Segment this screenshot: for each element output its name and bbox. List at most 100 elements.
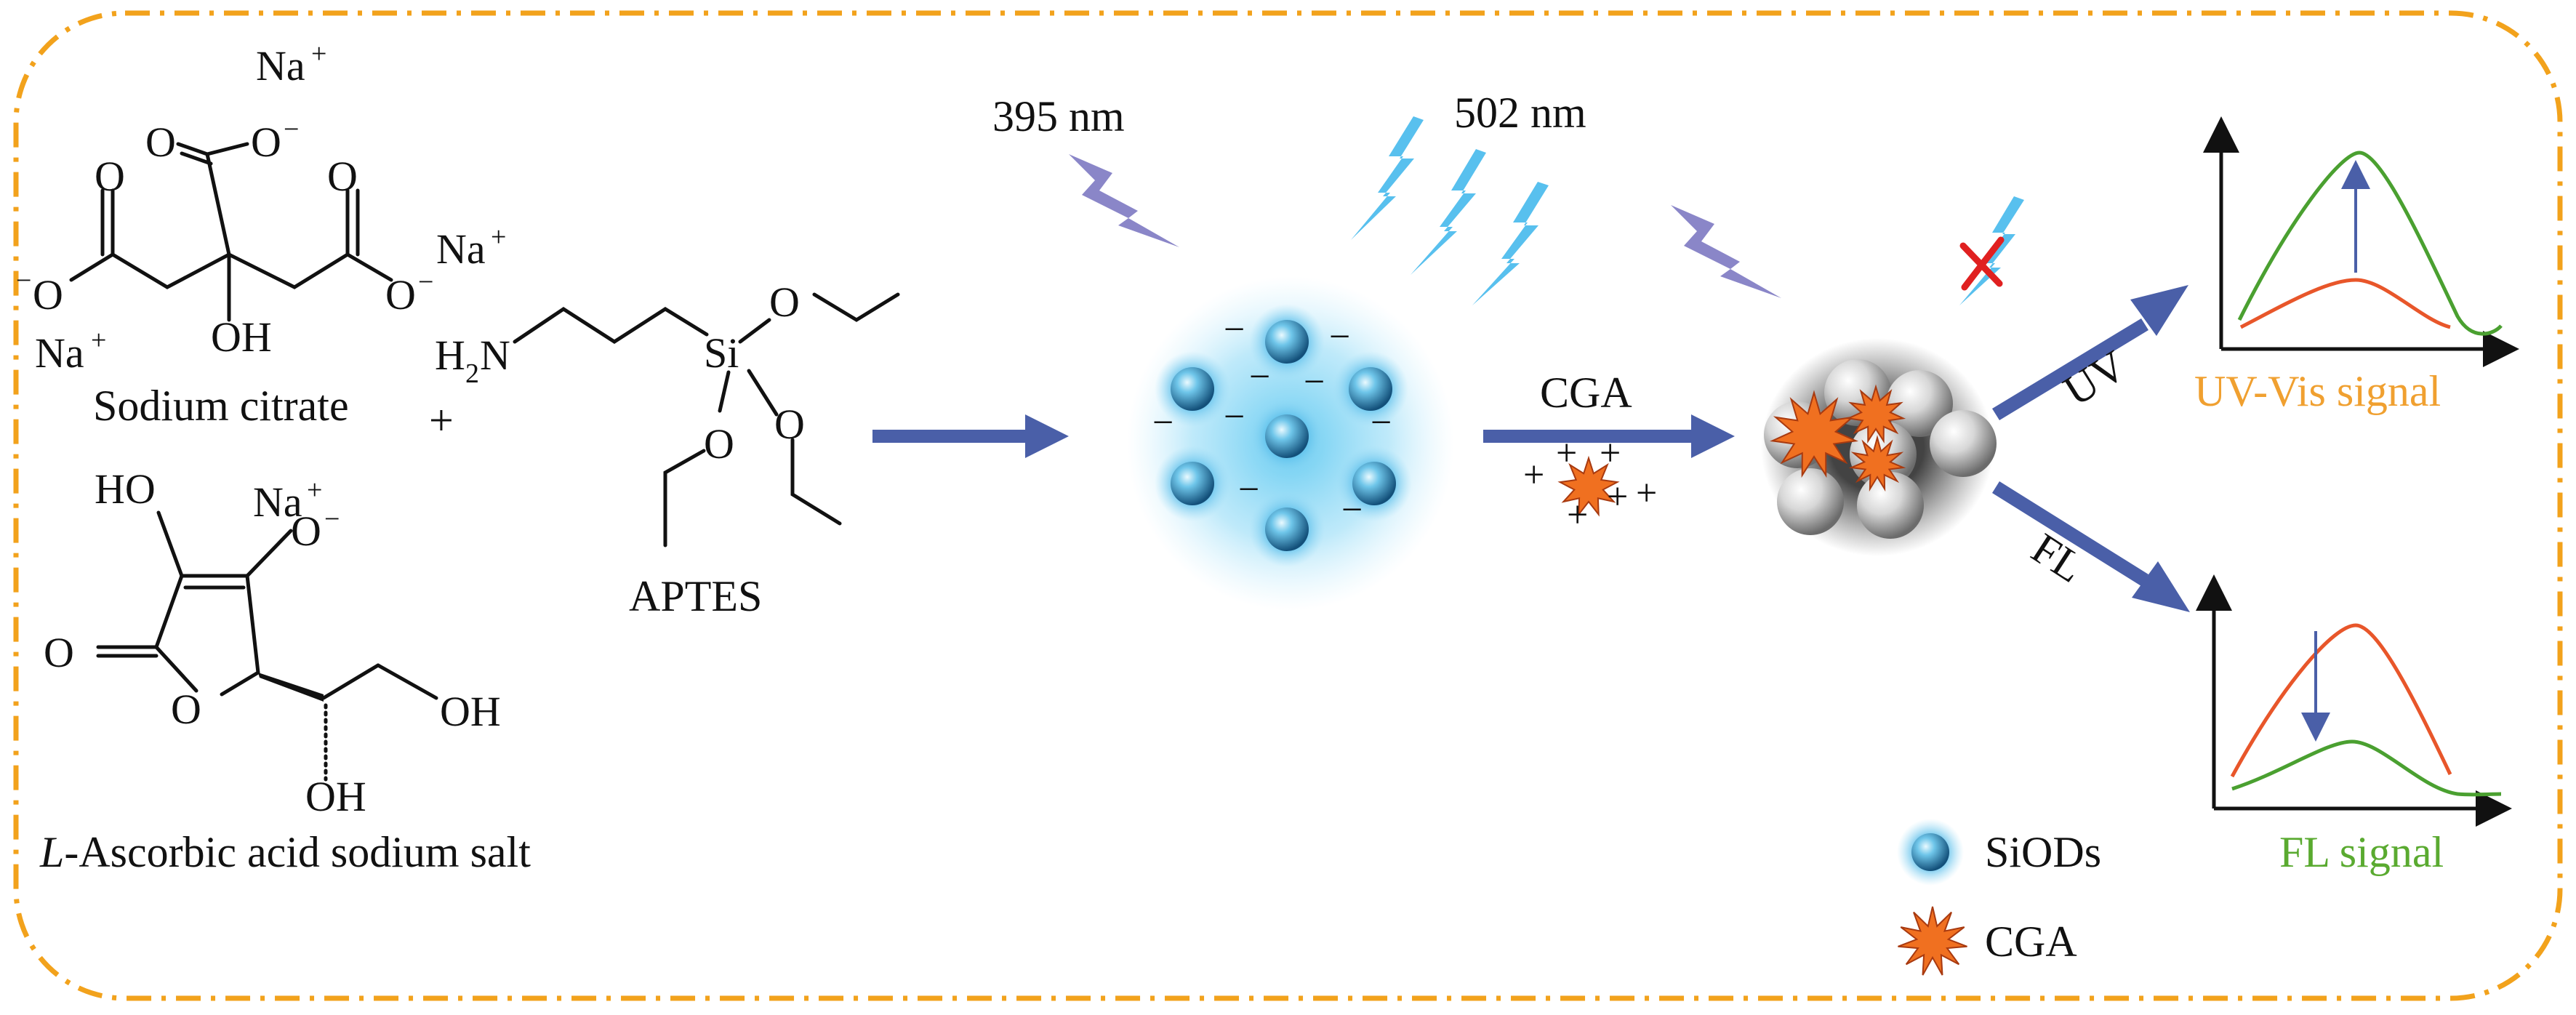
- citrate-o-minus-left-charge: −: [16, 265, 31, 296]
- aggregate-cga-star: [1845, 384, 1906, 444]
- siods-particles: −−−−−−−−−: [1152, 304, 1412, 567]
- citrate-oh: OH: [211, 313, 272, 361]
- citrate-na-top: Na: [256, 42, 305, 89]
- aggregate-particle: [1857, 472, 1924, 539]
- legend-cga-icon: [1898, 906, 1967, 976]
- siod-particle: [1352, 462, 1396, 505]
- ascorbate-oh-right: OH: [440, 688, 501, 735]
- aptes-si: Si: [704, 329, 739, 377]
- aggregate-particles: [1764, 359, 1997, 539]
- siod-particle: [1265, 320, 1309, 364]
- reaction-arrow: [872, 414, 1069, 458]
- fl-plot: [2196, 574, 2512, 827]
- aptes-h-subscript: 2: [465, 358, 479, 389]
- siods-charge-sign: −: [1249, 356, 1270, 398]
- cga-molecule-icon: [1557, 455, 1620, 517]
- uv-vis-signal-label: UV-Vis signal: [2194, 367, 2441, 415]
- siods-charge-sign: −: [1238, 469, 1259, 510]
- fl-output-arrow: [1992, 481, 2190, 612]
- siod-particle: [1265, 414, 1309, 458]
- citrate-na-left: Na: [35, 329, 84, 377]
- aptes-n: N: [480, 332, 510, 379]
- citrate-na-right-charge: +: [491, 222, 506, 252]
- sodium-citrate-label: Sodium citrate: [93, 382, 349, 430]
- ascorbate-o-minus: O: [291, 508, 321, 555]
- uv-vis-plot: [2203, 116, 2519, 367]
- fl-signal-label: FL signal: [2279, 828, 2444, 876]
- ascorbate-label-italic: L: [39, 828, 64, 876]
- emission-bolt-icon-3: [1472, 182, 1549, 305]
- cga-charge-sign: +: [1636, 473, 1657, 514]
- cga-charge-sign: +: [1567, 494, 1588, 536]
- citrate-o-minus-left: O: [33, 271, 63, 318]
- siods-charge-sign: −: [1371, 402, 1392, 444]
- emission-bolt-icon-1: [1351, 116, 1424, 240]
- siods-charge-sign: −: [1224, 309, 1245, 350]
- citrate-o-minus-right: O: [385, 271, 416, 318]
- cga-charge-sign: +: [1607, 476, 1628, 518]
- ascorbate-oh-bottom: OH: [305, 773, 366, 820]
- excitation-bolt-icon-2: [1671, 205, 1781, 298]
- legend-siods-icon: [1911, 833, 1949, 871]
- ascorbate-na-charge: +: [307, 475, 322, 505]
- excitation-bolt-icon: [1069, 154, 1179, 247]
- citrate-na-top-charge: +: [311, 39, 326, 69]
- fl-curve-before: [2230, 623, 2452, 778]
- plus-sign: +: [429, 396, 454, 444]
- siods-charge-sign: −: [1304, 361, 1325, 403]
- legend: SiODs CGA: [1897, 819, 2101, 976]
- ascorbate-label-rest: -Ascorbic acid sodium salt: [64, 828, 531, 876]
- frame-border: [13, 10, 2563, 1001]
- cga-arrow-label: CGA: [1540, 369, 1632, 417]
- aggregate-cga-star: [1848, 435, 1906, 492]
- quenched-emission-bolt-icon: [1959, 196, 2024, 305]
- excitation-wavelength-label: 395 nm: [992, 92, 1125, 140]
- aggregated-cluster: [1761, 338, 1997, 556]
- aptes-o-right: O: [774, 401, 805, 448]
- cga-charges: ++++++: [1523, 433, 1657, 536]
- aptes-o-top: O: [769, 278, 800, 326]
- cga-charge-sign: +: [1600, 433, 1621, 474]
- ascorbate-label: L-Ascorbic acid sodium salt: [39, 828, 531, 876]
- sodium-citrate-structure: Na + O O − O O Na + − O O − Na + OH Sodi…: [16, 39, 506, 430]
- ascorbate-o-minus-charge: −: [324, 504, 340, 534]
- cross-icon: [1959, 236, 2005, 291]
- legend-cga-label: CGA: [1985, 918, 2077, 966]
- siod-particle: [1265, 508, 1309, 551]
- siods-charge-sign: −: [1341, 489, 1363, 531]
- citrate-o-minus-right-charge: −: [418, 267, 433, 297]
- citrate-na-right: Na: [436, 225, 486, 273]
- uv-arrow-label: UV: [2055, 341, 2134, 415]
- siods-cluster: −−−−−−−−−: [1127, 276, 1454, 611]
- citrate-o-carbonyl-top: O: [145, 119, 176, 166]
- cga-charge-sign: +: [1556, 433, 1577, 474]
- citrate-o-minus-top-charge: −: [284, 114, 299, 145]
- emission-bolt-icon-2: [1411, 149, 1486, 275]
- siod-particle: [1171, 462, 1214, 505]
- siod-particle: [1171, 367, 1214, 411]
- aptes-structure: H 2 N Si O O O APTES +: [429, 278, 900, 620]
- citrate-o-minus-top: O: [251, 119, 281, 166]
- aptes-label: APTES: [629, 572, 762, 620]
- ascorbate-na: Na: [253, 478, 302, 526]
- aggregate-cga-star: [1770, 390, 1858, 478]
- citrate-o-carbonyl-right: O: [327, 153, 358, 200]
- siod-particle: [1349, 367, 1392, 411]
- citrate-o-carbonyl-left: O: [95, 153, 125, 200]
- ascorbate-o-ring: O: [171, 686, 201, 733]
- siods-charge-sign: −: [1152, 402, 1173, 444]
- legend-siods-label: SiODs: [1985, 828, 2101, 876]
- siods-charge-sign: −: [1224, 396, 1245, 438]
- citrate-na-left-charge: +: [91, 325, 106, 356]
- aptes-h: H: [435, 332, 465, 379]
- uv-output-arrow: [1992, 285, 2188, 420]
- aggregate-particle: [1777, 468, 1844, 535]
- ascorbate-structure: HO Na + O − O O OH OH L-Ascorbic acid so…: [39, 465, 531, 876]
- cga-arrow: [1483, 414, 1735, 458]
- ascorbate-o-carbonyl: O: [44, 629, 74, 676]
- aggregate-particle: [1930, 410, 1997, 477]
- uv-curve-after: [2237, 151, 2503, 336]
- aptes-o-left: O: [704, 420, 734, 468]
